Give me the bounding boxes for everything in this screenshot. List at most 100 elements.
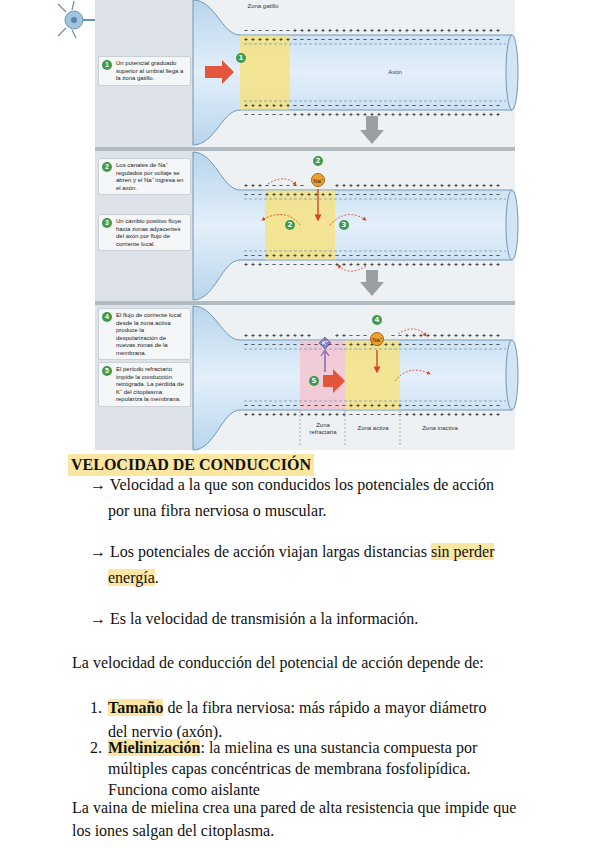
ion-label: Na⁺ bbox=[311, 173, 325, 187]
illustration-part bbox=[468, 105, 471, 106]
illustration-part bbox=[300, 105, 303, 106]
illustration-part bbox=[253, 334, 254, 337]
illustration-part bbox=[386, 263, 387, 266]
illustration-part bbox=[456, 413, 457, 416]
illustration-part bbox=[400, 29, 401, 32]
illustration-part bbox=[295, 334, 296, 337]
illustration-part bbox=[337, 413, 338, 416]
illustration-part bbox=[95, 147, 515, 151]
illustration-part bbox=[377, 39, 380, 40]
illustration-part bbox=[272, 114, 275, 115]
callout-number: 4 bbox=[372, 315, 382, 325]
illustration-part bbox=[281, 193, 282, 196]
illustration-part bbox=[286, 264, 289, 265]
illustration-part bbox=[370, 414, 373, 415]
illustration-part bbox=[246, 334, 247, 337]
illustration-part bbox=[400, 343, 401, 346]
illustration-part bbox=[267, 193, 268, 196]
illustration-part bbox=[440, 405, 443, 406]
illustration-part bbox=[496, 255, 499, 256]
illustration-part bbox=[330, 193, 331, 196]
list-number: 2. bbox=[90, 737, 108, 758]
illustration-part bbox=[302, 413, 303, 416]
illustration-part bbox=[272, 30, 275, 31]
illustration-part bbox=[281, 334, 282, 337]
illustration-part bbox=[274, 334, 275, 337]
illustration-part bbox=[398, 414, 401, 415]
illustration-part bbox=[489, 344, 492, 345]
illustration-part bbox=[400, 113, 401, 116]
illustration-part bbox=[398, 39, 401, 40]
illustration-part bbox=[302, 254, 303, 257]
illustration-part bbox=[421, 413, 422, 416]
illustration-part bbox=[428, 413, 429, 416]
illustration-part bbox=[419, 344, 422, 345]
illustration-part bbox=[398, 194, 401, 195]
illustration-part bbox=[498, 29, 499, 32]
illustration-part bbox=[344, 334, 345, 337]
illustration-part bbox=[300, 264, 303, 265]
illustration-part bbox=[265, 30, 268, 31]
illustration-part bbox=[489, 255, 492, 256]
illustration-part bbox=[258, 344, 261, 345]
illustration-part bbox=[454, 39, 457, 40]
illustration-part bbox=[442, 29, 443, 32]
illustration-part bbox=[461, 255, 464, 256]
part-name: Axón bbox=[380, 69, 410, 76]
illustration-part bbox=[244, 255, 247, 256]
illustration-part bbox=[498, 113, 499, 116]
illustration-part bbox=[442, 413, 443, 416]
illustration-part bbox=[477, 334, 478, 337]
illustration-part bbox=[407, 413, 408, 416]
illustration-part bbox=[314, 405, 317, 406]
illustration-part bbox=[260, 263, 261, 266]
illustration-part bbox=[391, 335, 394, 336]
illustration-part bbox=[360, 116, 384, 144]
illustration-part bbox=[272, 344, 275, 345]
illustration-part bbox=[414, 113, 415, 116]
illustration-part bbox=[470, 263, 471, 266]
zone-label: Zona inactiva bbox=[412, 425, 468, 432]
callout-number: 5 bbox=[309, 376, 319, 386]
callout-text: Los canales de Na⁺ regulados por voltaje… bbox=[116, 162, 187, 192]
illustration-part bbox=[489, 39, 492, 40]
callout-number: 2 bbox=[102, 162, 112, 172]
illustration-part bbox=[428, 113, 429, 116]
illustration-part bbox=[258, 255, 261, 256]
illustration-part bbox=[281, 254, 282, 257]
illustration-part bbox=[433, 344, 436, 345]
callout-box: 5El período refractario impide la conduc… bbox=[98, 362, 191, 407]
illustration-part bbox=[491, 29, 492, 32]
illustration-part bbox=[463, 263, 464, 266]
illustration-part bbox=[428, 334, 429, 337]
illustration-part bbox=[335, 344, 338, 345]
illustration-part bbox=[433, 405, 436, 406]
illustration-part bbox=[498, 263, 499, 266]
illustration-part bbox=[426, 405, 429, 406]
text-block: → Los potenciales de acción viajan larga… bbox=[90, 539, 510, 591]
illustration-part bbox=[300, 344, 303, 345]
illustration-part bbox=[477, 263, 478, 266]
illustration-part bbox=[412, 39, 415, 40]
illustration-part bbox=[468, 39, 471, 40]
illustration-part bbox=[440, 194, 443, 195]
callout-box: 4El flujo de corriente local desde la zo… bbox=[98, 308, 191, 360]
illustration-part bbox=[391, 255, 394, 256]
illustration-part bbox=[377, 194, 380, 195]
illustration-part bbox=[454, 255, 457, 256]
illustration-part bbox=[477, 413, 478, 416]
illustration-part bbox=[258, 405, 261, 406]
illustration-part bbox=[419, 255, 422, 256]
illustration-part bbox=[316, 254, 317, 257]
illustration-part bbox=[295, 193, 296, 196]
illustration-part bbox=[447, 39, 450, 40]
illustration-part bbox=[253, 184, 254, 187]
illustration-part bbox=[442, 263, 443, 266]
illustration-part bbox=[386, 184, 387, 187]
illustration-part bbox=[405, 194, 408, 195]
illustration-part bbox=[386, 113, 387, 116]
illustration-part bbox=[342, 405, 345, 406]
illustration-part bbox=[405, 105, 408, 106]
callout-number: 4 bbox=[102, 312, 112, 322]
illustration-part bbox=[398, 335, 401, 336]
